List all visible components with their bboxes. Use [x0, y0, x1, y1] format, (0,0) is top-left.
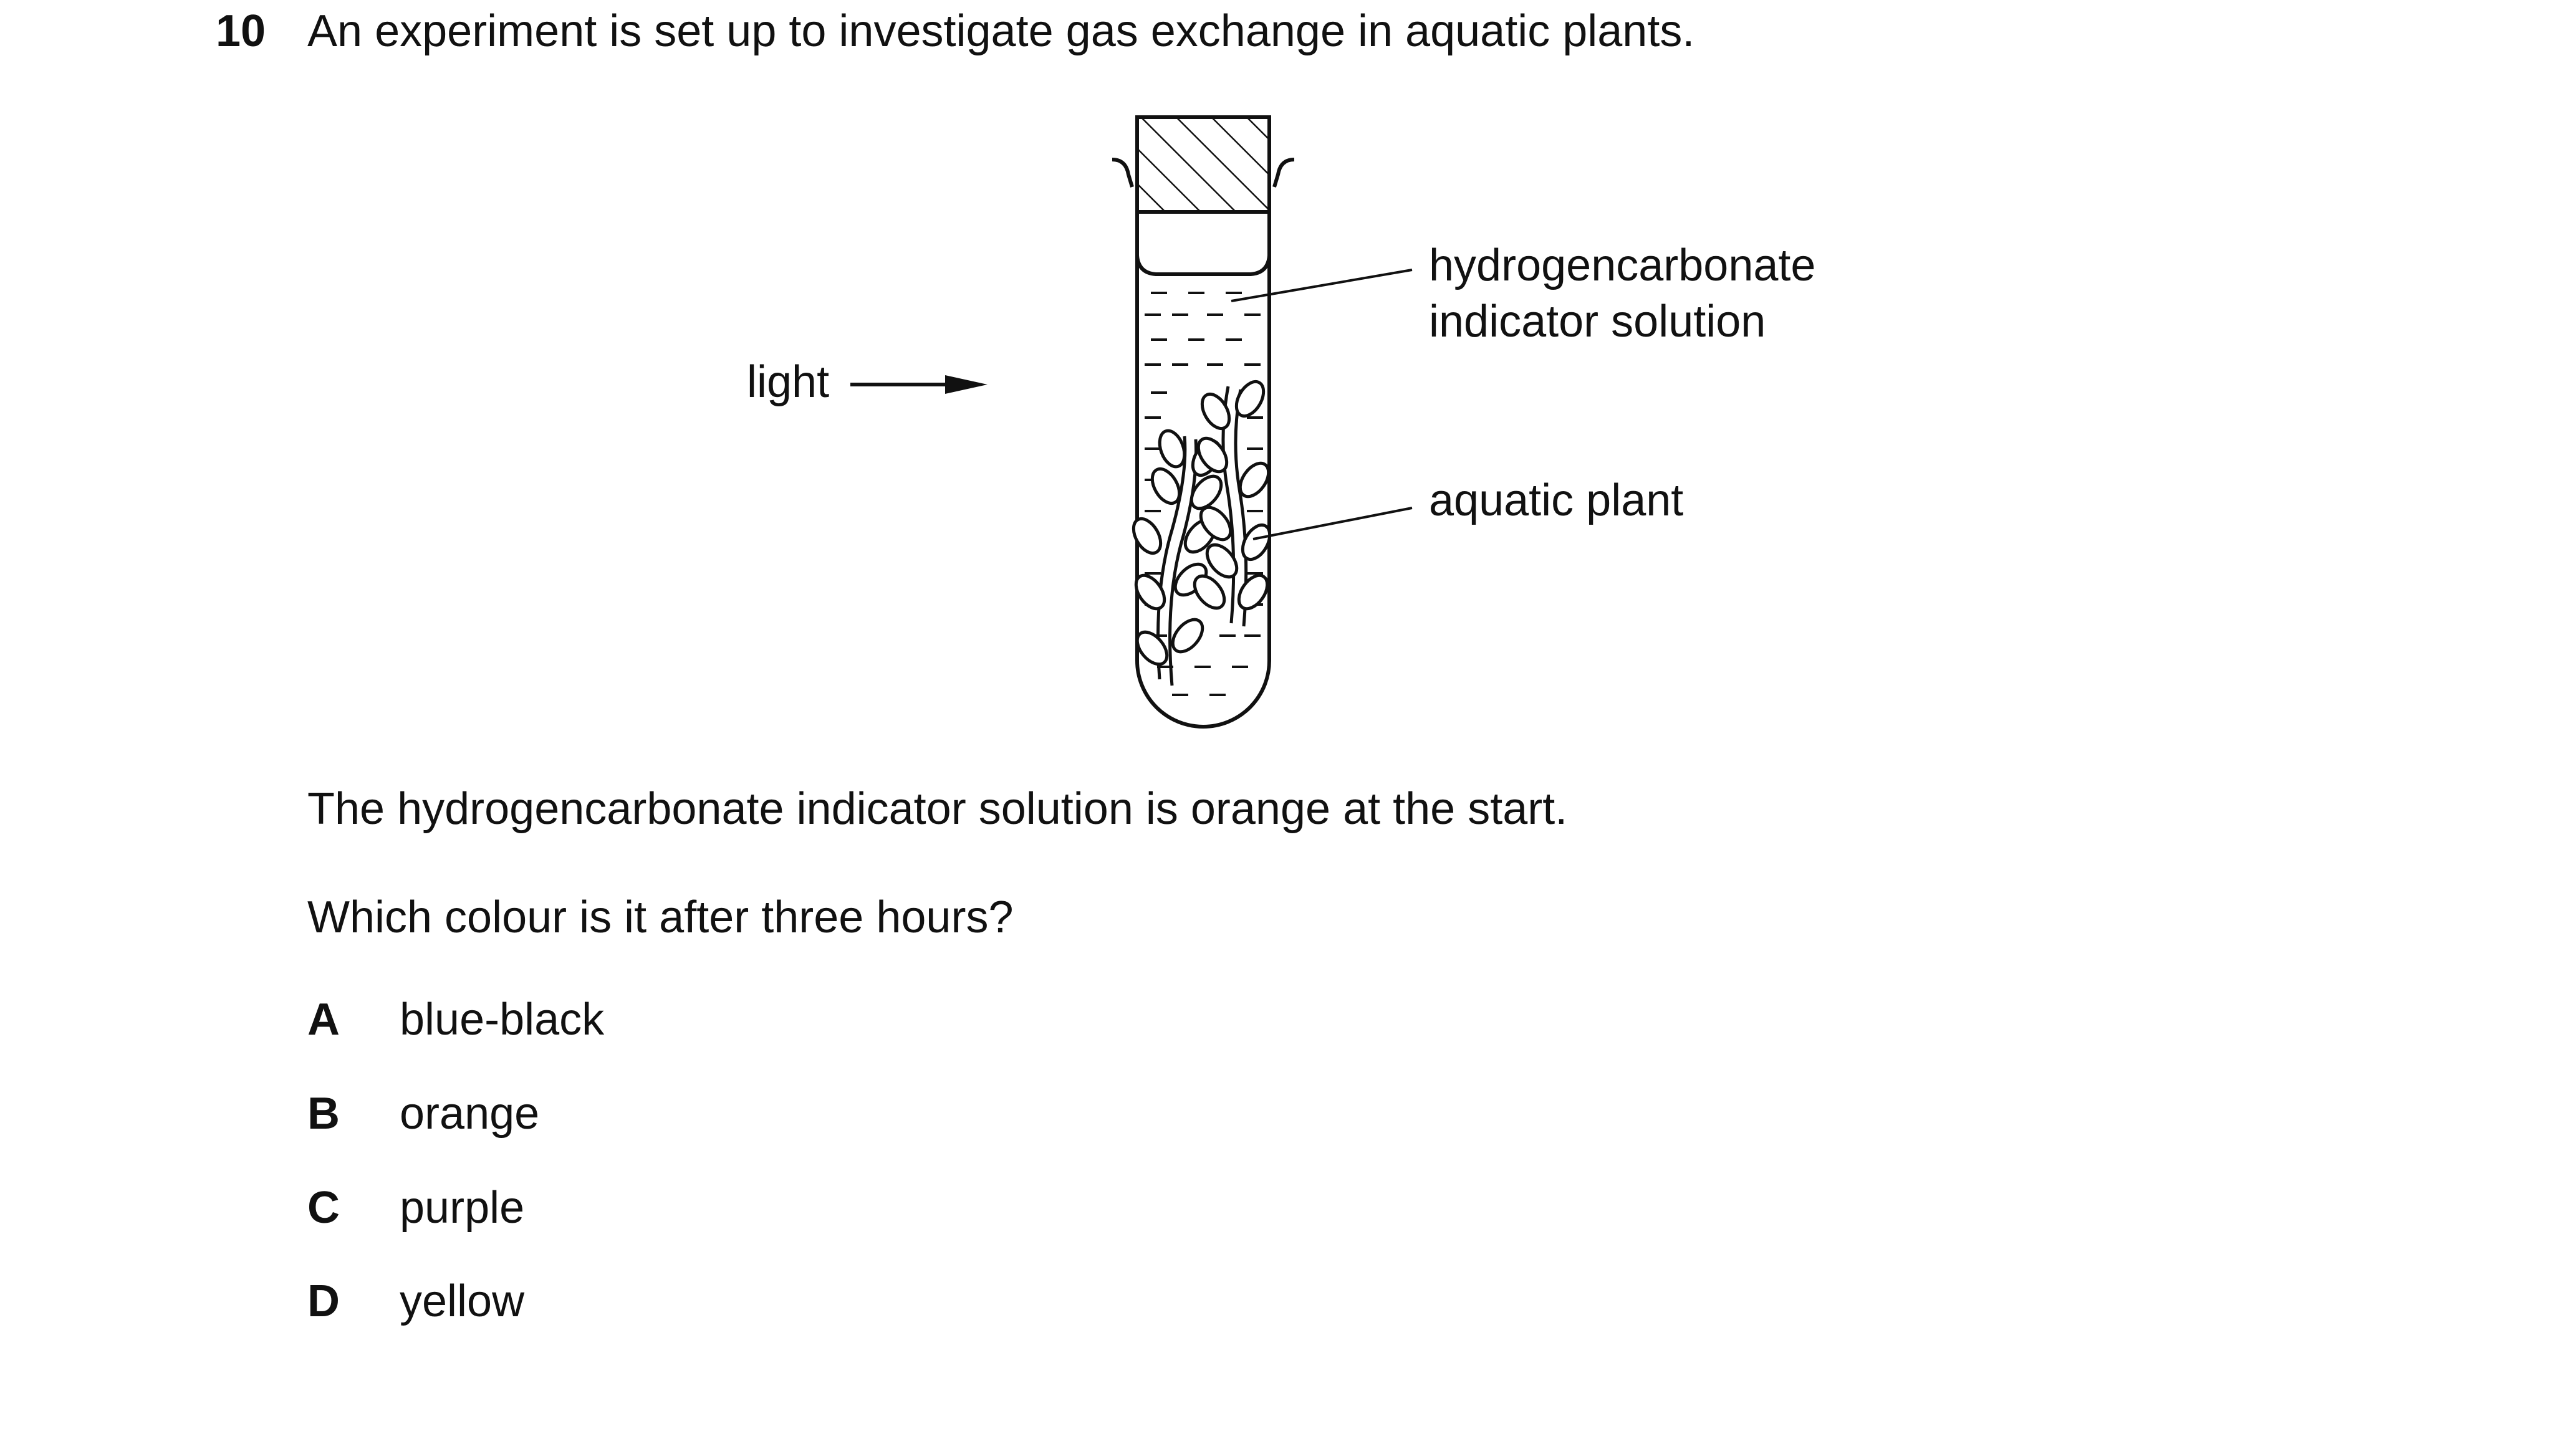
test-tube	[1112, 117, 1295, 729]
bung	[1135, 115, 1271, 214]
option-text-a: blue-black	[400, 995, 605, 1045]
question-number: 10	[216, 6, 266, 56]
option-letter-a: A	[307, 995, 340, 1045]
indicator-label-line2: indicator solution	[1429, 297, 1766, 347]
option-text-c: purple	[400, 1183, 525, 1233]
option-text-b: orange	[400, 1089, 540, 1139]
option-text-d: yellow	[400, 1276, 525, 1326]
option-letter-d: D	[307, 1276, 340, 1326]
option-letter-c: C	[307, 1183, 340, 1233]
aquatic-plant	[1132, 380, 1272, 686]
indicator-leader-line	[1231, 269, 1413, 302]
question-stem: An experiment is set up to investigate g…	[307, 6, 1695, 56]
plant-label: aquatic plant	[1429, 476, 1683, 525]
light-label: light	[747, 357, 829, 407]
experiment-diagram: light hydrogencarbonate indicator soluti…	[747, 115, 1815, 729]
statement-text: The hydrogencarbonate indicator solution…	[307, 784, 1568, 834]
option-letter-b: B	[307, 1089, 340, 1139]
plant-leader-line	[1252, 507, 1413, 540]
prompt-text: Which colour is it after three hours?	[307, 892, 1014, 942]
light-arrow	[850, 375, 988, 394]
indicator-label-line1: hydrogencarbonate	[1429, 241, 1815, 290]
